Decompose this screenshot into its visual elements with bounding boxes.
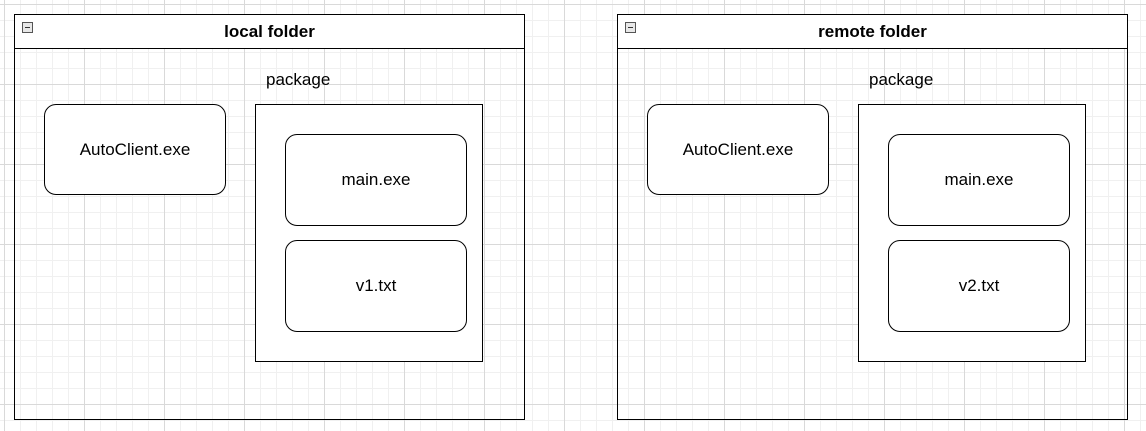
- local-folder-container[interactable]: local folder package AutoClient.exe main…: [14, 14, 525, 420]
- local-autoclient-label: AutoClient.exe: [79, 139, 191, 159]
- local-main-exe-node[interactable]: main.exe: [285, 134, 467, 226]
- collapse-icon[interactable]: [22, 22, 33, 33]
- local-folder-title: local folder: [224, 22, 315, 41]
- local-autoclient-node[interactable]: AutoClient.exe: [44, 104, 226, 195]
- local-version-file-label: v1.txt: [355, 276, 397, 295]
- local-package-label: package: [266, 70, 331, 89]
- local-main-exe-label: main.exe: [341, 170, 411, 189]
- remote-autoclient-node[interactable]: AutoClient.exe: [647, 104, 829, 195]
- remote-folder-container[interactable]: remote folder package AutoClient.exe mai…: [617, 14, 1128, 420]
- remote-folder-header: remote folder: [618, 15, 1127, 49]
- local-package-box[interactable]: main.exe v1.txt: [255, 104, 483, 362]
- local-version-file-node[interactable]: v1.txt: [285, 240, 467, 332]
- remote-package-label: package: [869, 70, 934, 89]
- remote-version-file-node[interactable]: v2.txt: [888, 240, 1070, 332]
- remote-version-file-label: v2.txt: [958, 276, 1000, 295]
- collapse-icon[interactable]: [625, 22, 636, 33]
- remote-package-box[interactable]: main.exe v2.txt: [858, 104, 1086, 362]
- remote-main-exe-node[interactable]: main.exe: [888, 134, 1070, 226]
- remote-folder-title: remote folder: [818, 22, 927, 41]
- remote-autoclient-label: AutoClient.exe: [682, 139, 794, 159]
- remote-main-exe-label: main.exe: [944, 170, 1014, 189]
- local-folder-header: local folder: [15, 15, 524, 49]
